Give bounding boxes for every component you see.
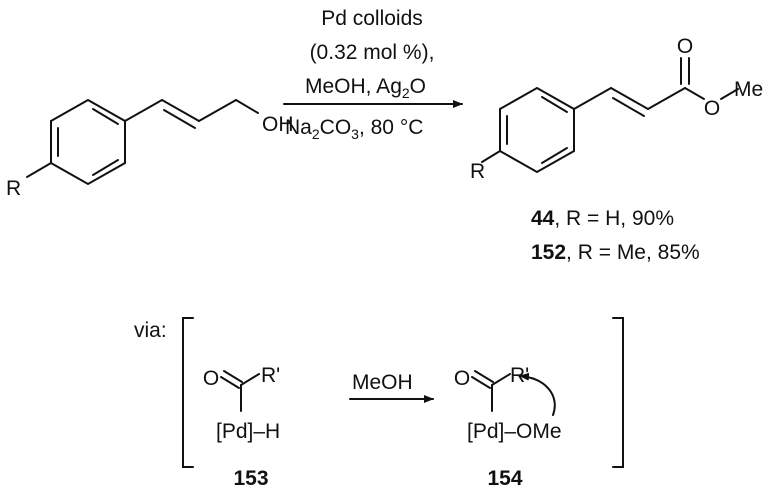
i154-cr-bond <box>491 373 511 386</box>
product-r-bond <box>481 150 501 163</box>
product-carbonyl-o: O <box>677 35 693 58</box>
result-152: 152, R = Me, 85% <box>531 241 700 264</box>
i154-pd-ome: [Pd]–OMe <box>467 420 562 443</box>
product-ester-chain <box>573 57 739 117</box>
product-substituent-label: R <box>470 160 485 183</box>
mechanism: via: O R' [Pd]–H 153 MeOH O R' [Pd]–OMe <box>134 317 624 490</box>
condition-loading: (0.32 mol %), <box>310 41 435 64</box>
i153-number: 153 <box>233 467 268 490</box>
sm-hydroxyl-label: OH <box>262 113 294 136</box>
product: O O Me R <box>470 35 763 183</box>
product-benzene-ring <box>499 87 575 174</box>
sm-r-bond <box>26 162 52 178</box>
mechanism-reagent: MeOH <box>352 371 413 394</box>
i154-co-bond-1 <box>471 376 491 389</box>
sm-substituent-label: R <box>6 177 21 200</box>
starting-material: OH R <box>6 99 294 200</box>
condition-catalyst: Pd colloids <box>321 7 423 30</box>
i154-o: O <box>454 367 470 390</box>
result-44: 44, R = H, 90% <box>531 207 674 230</box>
intermediate-153: O R' [Pd]–H 153 <box>203 364 280 490</box>
curved-arrow <box>519 372 556 416</box>
results: 44, R = H, 90% 152, R = Me, 85% <box>531 207 700 264</box>
i154-co-bond-2 <box>474 370 494 383</box>
right-bracket <box>612 317 624 468</box>
sm-allyl-chain <box>124 99 259 129</box>
i153-o: O <box>203 367 219 390</box>
condition-reagents: MeOH, Ag2O <box>305 75 426 101</box>
reaction-conditions: Pd colloids (0.32 mol %), MeOH, Ag2O Na2… <box>283 7 463 142</box>
intermediate-154: O R' [Pd]–OMe 154 <box>454 364 562 490</box>
i153-co-bond-2 <box>223 370 243 383</box>
i154-number: 154 <box>487 467 522 490</box>
condition-base: Na2CO3, 80 °C <box>285 116 423 142</box>
left-bracket <box>182 317 194 468</box>
product-ester-o: O <box>704 97 720 120</box>
via-label: via: <box>134 319 167 342</box>
i153-cr-bond <box>240 373 260 386</box>
sm-benzene-ring <box>50 99 126 186</box>
i153-pd-h: [Pd]–H <box>216 420 280 443</box>
product-methyl: Me <box>734 78 763 101</box>
i153-r: R' <box>261 364 280 387</box>
i153-co-bond-1 <box>220 376 240 389</box>
